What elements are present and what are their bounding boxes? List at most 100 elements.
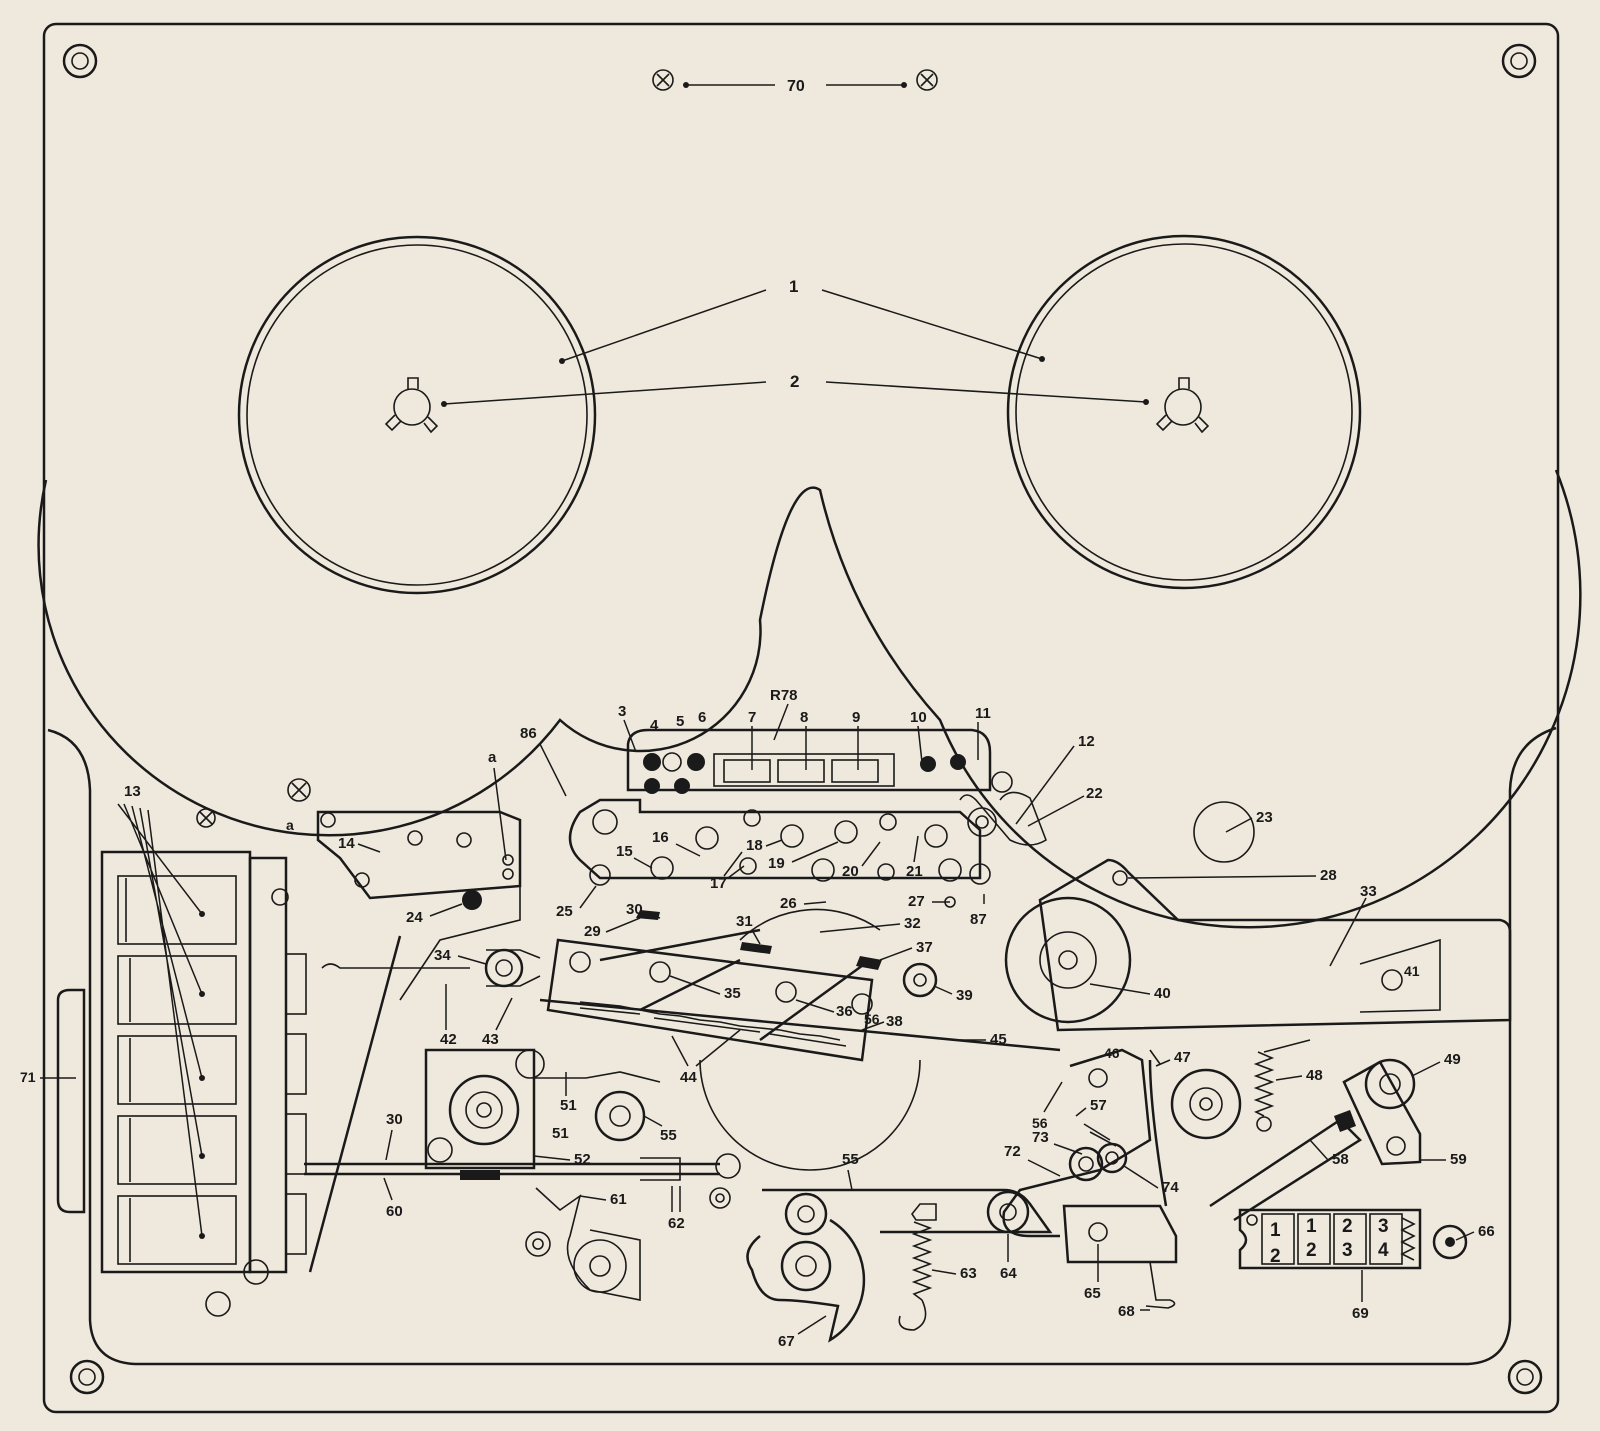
left-spindle-icon [384, 377, 439, 434]
rod-45: 45 [539, 998, 1061, 1052]
label-36: 36 [836, 1003, 853, 1020]
label-55b: 55 [842, 1151, 859, 1168]
label-52: 52 [574, 1151, 591, 1168]
label-24: 24 [406, 909, 423, 926]
capstan-flywheel-40: 40 [1004, 896, 1171, 1024]
label-21: 21 [906, 863, 923, 880]
label-47: 47 [1174, 1049, 1191, 1066]
label-1: 1 [789, 277, 798, 296]
idler-23 [1193, 801, 1255, 863]
pushbutton-keyboard: 71 13 [20, 783, 307, 1317]
label-70: 70 [787, 78, 805, 95]
head-cover-plate [568, 798, 991, 908]
label-40: 40 [1154, 985, 1171, 1002]
label-29: 29 [584, 923, 601, 940]
switch-slide-plate: 29 30 31 32 37 39 35 36 38 44 [546, 901, 973, 1171]
label-18: 18 [746, 837, 763, 854]
label-33: 33 [1360, 883, 1377, 900]
corner-screw-bottom-left [69, 1359, 105, 1395]
label-51: 51 [560, 1097, 577, 1114]
label-9: 9 [852, 709, 860, 726]
main-lever-33: 28 33 41 [1038, 858, 1512, 1032]
label-4: 4 [650, 717, 659, 734]
label-35: 35 [724, 985, 741, 1002]
label-66: 66 [1478, 1223, 1495, 1240]
label-22: 22 [1086, 785, 1103, 802]
label-34: 34 [434, 947, 451, 964]
label-69: 69 [1352, 1305, 1369, 1322]
head-switch-panel [626, 728, 992, 794]
label-64: 64 [1000, 1265, 1017, 1282]
label-59: 59 [1450, 1151, 1467, 1168]
label-15: 15 [616, 843, 633, 860]
slider-rods: 34 42 43 [308, 935, 541, 1273]
label-49: 49 [1444, 1051, 1461, 1068]
label-23: 23 [1256, 809, 1273, 826]
label-14: 14 [338, 835, 355, 852]
label-62: 62 [668, 1215, 685, 1232]
counter-digit-3-bottom: 4 [1378, 1240, 1389, 1261]
label-31: 31 [736, 913, 753, 930]
label-67: 67 [778, 1333, 795, 1350]
label-11: 11 [975, 705, 991, 722]
label-37: 37 [916, 939, 933, 956]
label-10: 10 [910, 709, 927, 726]
label-7: 7 [748, 709, 756, 726]
label-8: 8 [800, 709, 808, 726]
label-73: 73 [1032, 1129, 1049, 1146]
left-reel [237, 235, 597, 595]
label-30: 30 [626, 901, 643, 918]
counter-digit-3-top: 3 [1378, 1216, 1389, 1237]
label-39: 39 [956, 987, 973, 1004]
counter-digit-1-top: 1 [1306, 1216, 1317, 1237]
label-a-left: a [286, 817, 294, 833]
label-42: 42 [440, 1031, 457, 1048]
label-45: 45 [990, 1031, 1007, 1048]
label-13: 13 [124, 783, 141, 800]
label-12: 12 [1078, 733, 1095, 750]
counter-pre-bottom: 2 [1270, 1246, 1281, 1267]
counter-digit-2-top: 2 [1342, 1216, 1353, 1237]
label-74: 74 [1162, 1179, 1179, 1196]
counter-digit-1-bottom: 2 [1306, 1240, 1317, 1261]
label-55: 55 [660, 1127, 677, 1144]
counter-pre-top: 1 [1270, 1220, 1281, 1241]
label-16: 16 [652, 829, 669, 846]
deck-plate [37, 22, 1582, 1414]
head-bracket-14: 14 24 a a [196, 749, 522, 1001]
label-28: 28 [1320, 867, 1337, 884]
label-58: 58 [1332, 1151, 1349, 1168]
pinch-roller-assembly: 12 22 23 [959, 733, 1273, 863]
top-fixing-screws: 70 [652, 69, 938, 95]
gear-slide-assembly: 55 63 67 [746, 1151, 1053, 1350]
label-60: 60 [386, 1203, 403, 1220]
corner-screw-top-right [1501, 43, 1537, 79]
label-48: 48 [1306, 1067, 1323, 1084]
label-20: 20 [842, 863, 859, 880]
label-a-top: a [488, 749, 497, 766]
label-44: 44 [680, 1069, 697, 1086]
label-2: 2 [790, 372, 799, 391]
label-41: 41 [1404, 963, 1420, 979]
bottom-rods: 30 60 61 62 [304, 1111, 741, 1301]
label-61: 61 [610, 1191, 627, 1208]
label-65: 65 [1084, 1285, 1101, 1302]
label-56b: 56 [864, 1011, 880, 1027]
label-26: 26 [780, 895, 797, 912]
head-plate-callouts: 86 15 16 17 18 19 20 21 25 26 27 87 [520, 725, 987, 928]
label-R78: R78 [770, 687, 798, 704]
reel-callouts: 1 2 [441, 277, 1149, 407]
label-68: 68 [1118, 1303, 1135, 1320]
corner-screws [62, 43, 1543, 1395]
tape-counter: 1 2 1 2 2 3 3 4 66 69 [1238, 1208, 1495, 1322]
label-87: 87 [970, 911, 987, 928]
corner-screw-top-left [62, 43, 98, 79]
label-51b: 51 [552, 1125, 569, 1142]
label-17: 17 [710, 875, 727, 892]
right-linkage: 46 47 48 49 56 56 57 58 59 64 65 68 72 7… [864, 1011, 1467, 1320]
label-25: 25 [556, 903, 573, 920]
label-5: 5 [676, 713, 684, 730]
label-3: 3 [618, 703, 626, 720]
right-spindle-icon [1155, 377, 1210, 434]
label-72: 72 [1004, 1143, 1021, 1160]
